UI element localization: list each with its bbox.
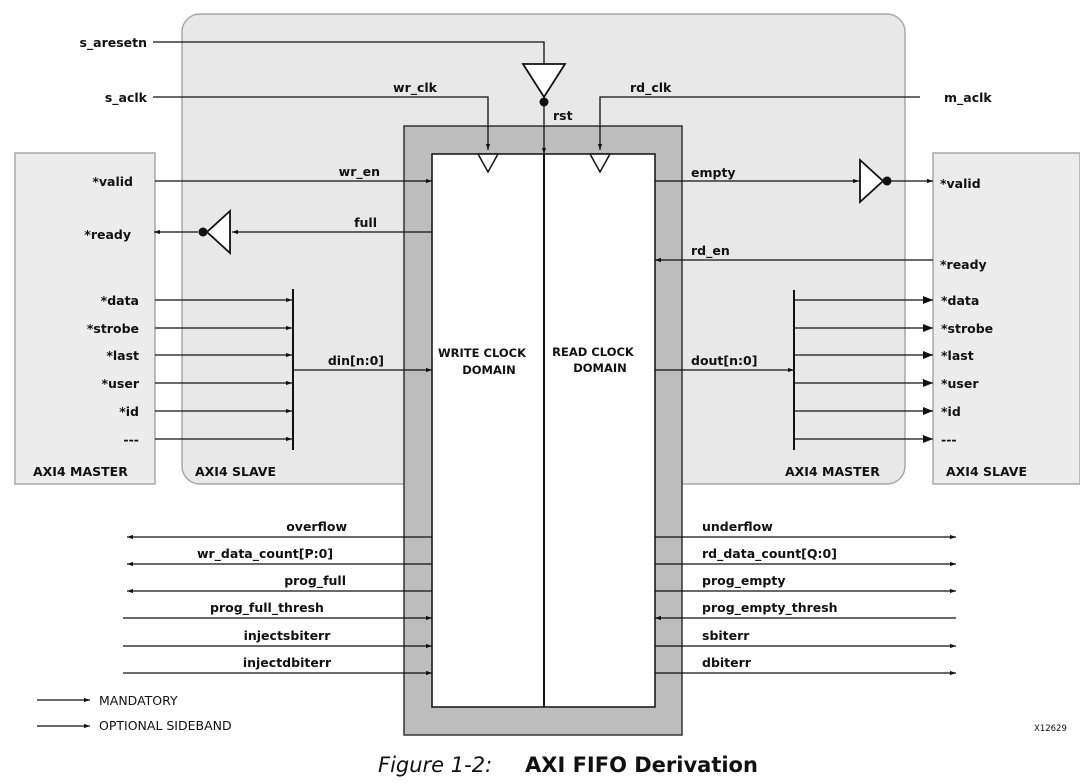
wr-clk-label: wr_clk <box>393 80 438 96</box>
empty-inverter-icon <box>859 157 885 205</box>
right-sideband-label: rd_data_count[Q:0] <box>702 546 837 562</box>
right-axi4-slave-label: AXI4 SLAVE <box>946 464 1027 479</box>
empty-inverter-bubble <box>882 176 892 186</box>
rd-en-label: rd_en <box>691 243 730 259</box>
left-axi4-master-block <box>14 152 156 485</box>
dout-label: dout[n:0] <box>691 353 757 368</box>
left-payload-label: *user <box>101 376 139 391</box>
left-valid-label: *valid <box>92 174 133 189</box>
right-payload-label: *user <box>941 376 979 391</box>
m-aclk-label: m_aclk <box>944 90 992 106</box>
figure-id-tag: X12629 <box>1034 724 1067 734</box>
left-sideband-label: wr_data_count[P:0] <box>197 546 333 562</box>
right-sideband-label: sbiterr <box>702 628 750 643</box>
right-sideband-label: dbiterr <box>702 655 752 670</box>
left-axi4-slave-label: AXI4 SLAVE <box>195 464 276 479</box>
right-payload-label: --- <box>941 432 957 447</box>
left-payload-label: *strobe <box>87 321 139 336</box>
wr-en-label: wr_en <box>339 164 380 180</box>
rd-clk-input-triangle <box>588 153 612 174</box>
wr-clk-input-triangle <box>476 153 500 174</box>
full-inverter-icon <box>205 208 231 256</box>
left-payload-label: --- <box>123 432 139 447</box>
right-ready-label: *ready <box>940 257 987 272</box>
full-label: full <box>354 215 377 230</box>
right-payload-label: *id <box>941 404 961 419</box>
reset-inverter-bubble <box>539 97 549 107</box>
left-payload-label: *last <box>106 348 139 363</box>
reset-inverter-icon <box>521 63 567 99</box>
right-payload-label: *strobe <box>941 321 993 336</box>
right-axi4-master-label: AXI4 MASTER <box>785 464 880 479</box>
full-inverter-bubble <box>198 227 208 237</box>
rd-clk-label: rd_clk <box>630 80 672 96</box>
din-label: din[n:0] <box>328 353 384 368</box>
right-payload-label: *data <box>941 293 979 308</box>
right-sideband-label: prog_empty_thresh <box>702 600 838 616</box>
right-sideband-label: prog_empty <box>702 573 785 589</box>
right-valid-label: *valid <box>940 176 981 191</box>
right-payload-label: *last <box>941 348 974 363</box>
left-payload-label: *id <box>119 404 139 419</box>
s-aresetn-label: s_aresetn <box>79 35 147 51</box>
left-sideband-label: injectsbiterr <box>244 628 332 643</box>
read-domain-label-line1: READ CLOCK <box>552 345 635 359</box>
left-payload-label: *data <box>101 293 139 308</box>
legend-optional-label: OPTIONAL SIDEBAND <box>99 718 232 733</box>
left-sideband-label: prog_full <box>284 573 346 589</box>
rst-label: rst <box>553 108 573 123</box>
left-sideband-label: injectdbiterr <box>243 655 332 670</box>
left-sideband-label: prog_full_thresh <box>210 600 324 616</box>
right-sideband-label: underflow <box>702 519 773 534</box>
right-axi4-slave-block <box>932 152 1080 485</box>
rd-clk-wire <box>597 96 920 150</box>
left-axi4-master-label: AXI4 MASTER <box>33 464 128 479</box>
write-domain-label-line1: WRITE CLOCK <box>438 346 527 360</box>
left-sideband-label: overflow <box>286 519 347 534</box>
wr-clk-wire <box>153 96 491 150</box>
left-ready-label: *ready <box>84 227 131 242</box>
read-domain-label-line2: DOMAIN <box>573 361 627 375</box>
legend-mandatory-label: MANDATORY <box>99 693 178 708</box>
s-aresetn-wire <box>153 41 545 64</box>
figure-title: AXI FIFO Derivation <box>525 753 758 777</box>
figure-number: Figure 1-2: <box>378 753 492 777</box>
empty-label: empty <box>691 165 736 180</box>
s-aclk-label: s_aclk <box>105 90 148 106</box>
write-domain-label-line2: DOMAIN <box>462 363 516 377</box>
